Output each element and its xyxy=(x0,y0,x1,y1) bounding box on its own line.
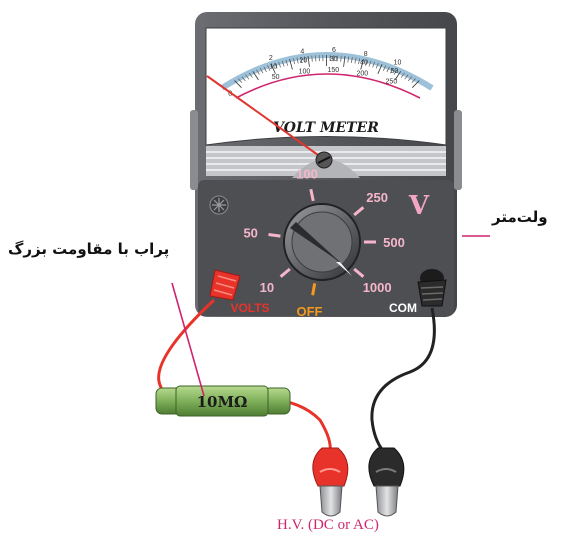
scale-arc-inner xyxy=(235,73,421,99)
red-alligator-clip[interactable] xyxy=(312,447,349,517)
scale-inner-label: 200 xyxy=(356,71,368,78)
range-tick xyxy=(309,188,315,202)
range-tick xyxy=(353,267,365,278)
scale-middle-labels: 10 20 30 40 50 xyxy=(269,56,398,75)
scale-middle-label: 50 xyxy=(391,68,399,75)
range-tick xyxy=(279,267,291,278)
range-label-1000: 1000 xyxy=(363,280,392,295)
range-label-100: 100 xyxy=(296,167,318,182)
scale-outer-label: 2 xyxy=(269,55,273,62)
unit-symbol: V xyxy=(408,191,430,221)
scale-outer-labels: 2 4 6 8 10 xyxy=(269,47,402,67)
black-lead xyxy=(370,307,436,453)
range-selector-knob[interactable] xyxy=(283,203,361,281)
source-label: H.V. (DC or AC) xyxy=(277,517,379,533)
scale-outer-label: 10 xyxy=(394,60,402,67)
meter-side-left xyxy=(190,110,198,190)
dial-face xyxy=(205,27,447,146)
range-tick xyxy=(311,283,317,296)
meter-side-right xyxy=(454,110,462,190)
scale-ticks xyxy=(234,55,420,88)
volts-terminal[interactable] xyxy=(209,269,241,301)
scale-middle-label: 10 xyxy=(269,64,277,71)
range-label-50: 50 xyxy=(243,225,257,240)
zero-adjust-screw[interactable] xyxy=(315,151,333,169)
black-alligator-clip[interactable] xyxy=(368,447,405,517)
scale-left-mark: 0 xyxy=(228,90,232,98)
range-label-off: OFF xyxy=(296,304,322,319)
scale-inner-label: 150 xyxy=(327,67,339,74)
range-label-500: 500 xyxy=(383,235,405,250)
scale-middle-label: 20 xyxy=(299,57,307,64)
scale-inner-label: 250 xyxy=(386,79,398,86)
scale-inner-labels: 50 100 150 200 250 xyxy=(272,67,398,85)
com-terminal-label: COM xyxy=(389,301,417,315)
scale-inner-label: 100 xyxy=(299,68,311,75)
range-label-250: 250 xyxy=(366,190,388,205)
range-ticks xyxy=(268,188,376,296)
scale-outer-label: 8 xyxy=(364,51,368,58)
probe-label-line xyxy=(171,282,205,397)
panel-screw-icon xyxy=(209,195,229,215)
range-tick xyxy=(353,206,365,217)
resistor-probe xyxy=(155,385,291,417)
probe-label: پراب با مقاومت بزرگ xyxy=(8,240,170,258)
scale-outer-label: 6 xyxy=(332,47,336,54)
scale-middle-label: 30 xyxy=(330,56,338,63)
zero-adjust-housing xyxy=(292,159,360,178)
voltmeter-label: ولت‌متر xyxy=(492,208,548,226)
meter-needle xyxy=(206,75,319,156)
com-terminal[interactable] xyxy=(417,269,447,307)
range-label-10: 10 xyxy=(260,280,274,295)
range-tick xyxy=(268,232,281,238)
meter-title: VOLT METER xyxy=(273,120,379,136)
scale-inner-label: 50 xyxy=(272,74,280,81)
resistor-label: 10MΩ xyxy=(197,393,248,411)
range-labels: OFF 10 50 100 250 500 1000 xyxy=(243,167,404,319)
scale-outer-label: 4 xyxy=(300,48,304,55)
volts-terminal-label: VOLTS xyxy=(230,301,269,315)
scale-middle-label: 40 xyxy=(360,60,368,67)
